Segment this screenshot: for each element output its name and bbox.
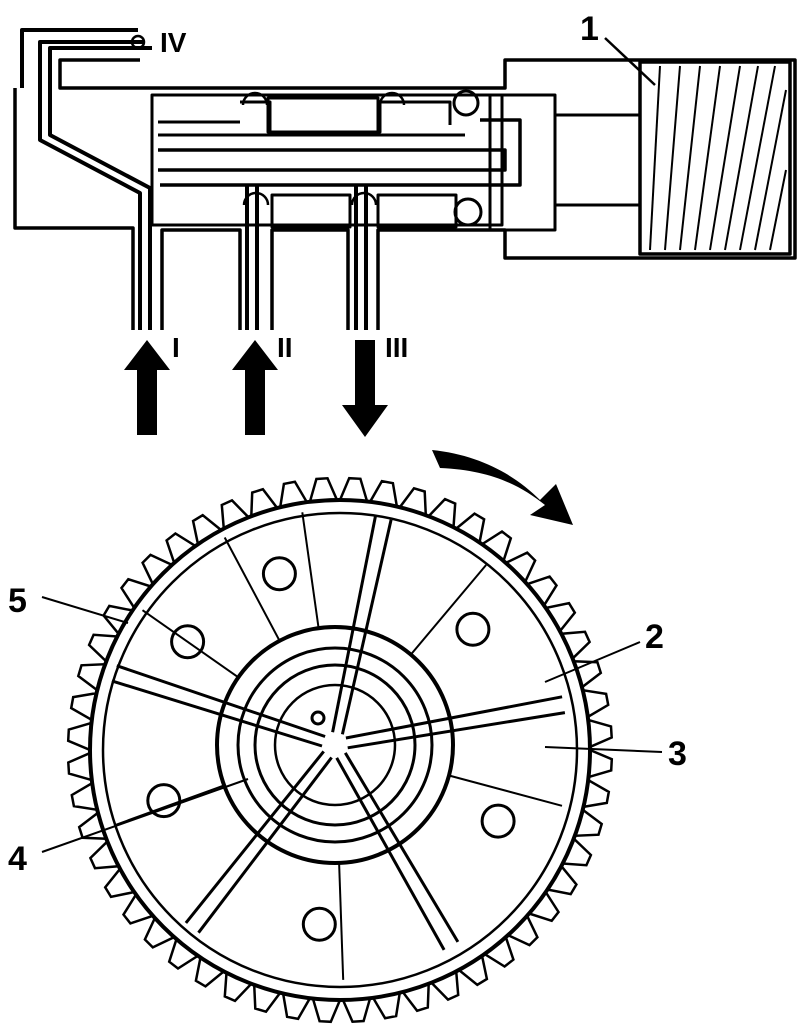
hub-ring-2	[236, 646, 434, 844]
label-part-4: 4	[8, 840, 27, 878]
oil-line-iv	[20, 28, 138, 88]
label-part-3: 3	[668, 735, 687, 773]
bolt-hole-5	[146, 783, 182, 819]
solenoid-coil	[638, 60, 792, 256]
cam-sprocket	[41, 476, 663, 1024]
spool-upper	[158, 100, 465, 137]
chamber-divider-4	[338, 862, 345, 980]
rotor-vane-1-edge-1	[331, 516, 377, 733]
label-part-1: 1	[580, 10, 599, 48]
chamber-divider-5	[113, 784, 225, 827]
check-ball-top	[452, 89, 480, 117]
oil-control-valve	[13, 28, 797, 330]
leader-4	[41, 778, 249, 853]
hub-ring-4	[273, 683, 397, 807]
coil-windings	[649, 65, 787, 251]
label-part-5: 5	[8, 582, 27, 620]
chamber-divider-1	[223, 537, 281, 642]
rotor-vane-4-edge-2	[184, 750, 325, 924]
chamber-divider-6	[141, 609, 239, 679]
spool-land-arc-1	[241, 91, 269, 106]
leader-3	[544, 746, 663, 753]
flow-arrows	[124, 340, 573, 525]
hub-ring-3	[253, 663, 417, 827]
arrow-up-i	[124, 340, 170, 435]
rotor-vane-1-edge-2	[340, 519, 393, 735]
rotation-arrow	[432, 450, 573, 525]
leader-5	[41, 596, 129, 624]
label-part-2: 2	[645, 618, 664, 656]
label-port-i: I	[172, 332, 180, 363]
bolt-hole-4	[301, 906, 337, 942]
rotor-vane-2-edge-1	[345, 695, 563, 740]
spool-center-pipe	[160, 118, 522, 187]
sprocket-rim-inner	[101, 511, 579, 989]
bolt-hole-6	[170, 624, 206, 660]
valve-body	[150, 93, 504, 227]
chamber-divider-3	[448, 774, 563, 807]
rotor-vane-2-edge-2	[347, 711, 566, 750]
oil-line-iv-inner2	[48, 46, 152, 330]
rotor-vane-4-edge-1	[197, 756, 333, 934]
chamber-divider-7	[301, 512, 320, 629]
rotor-vanes	[111, 516, 566, 951]
line-iv-fitting	[130, 34, 146, 50]
sprocket-teeth	[66, 476, 614, 1024]
port-channel-iii	[354, 185, 368, 330]
chamber-divider-2	[410, 564, 487, 656]
spool-land-arc-2	[378, 91, 406, 106]
oil-line-iv-inner	[38, 40, 145, 330]
arrow-up-ii	[232, 340, 278, 435]
valve-end-block	[488, 93, 557, 232]
arrow-down-iii	[342, 340, 388, 437]
sprocket-rim-outer	[88, 498, 592, 1002]
bolt-holes	[146, 556, 516, 942]
leader-2	[544, 641, 641, 683]
rotor-vane-5-edge-1	[111, 679, 323, 748]
bolt-hole-1	[261, 556, 297, 592]
rotor-vane-3-edge-2	[335, 757, 446, 951]
spool-land-3	[376, 193, 458, 229]
bolt-hole-2	[455, 611, 491, 647]
label-port-ii: II	[277, 332, 293, 363]
chamber-dividers	[113, 512, 563, 980]
check-ball-bottom	[453, 197, 483, 227]
spool-shaft	[158, 148, 507, 172]
label-port-iv: IV	[160, 27, 187, 58]
hub-ring-1	[215, 625, 455, 865]
leader-1	[604, 37, 656, 86]
bolt-hole-3	[480, 803, 516, 839]
rotor-vane-3-edge-1	[344, 752, 460, 943]
rotor-vane-5-edge-2	[116, 664, 326, 738]
hub-center-pin	[310, 710, 326, 726]
solenoid-rods	[555, 113, 640, 207]
valve-housing	[13, 58, 797, 330]
port-channel-ii	[245, 185, 259, 330]
label-port-iii: III	[385, 332, 408, 363]
spool-land-1	[266, 96, 380, 134]
spool-land-2	[270, 193, 352, 229]
